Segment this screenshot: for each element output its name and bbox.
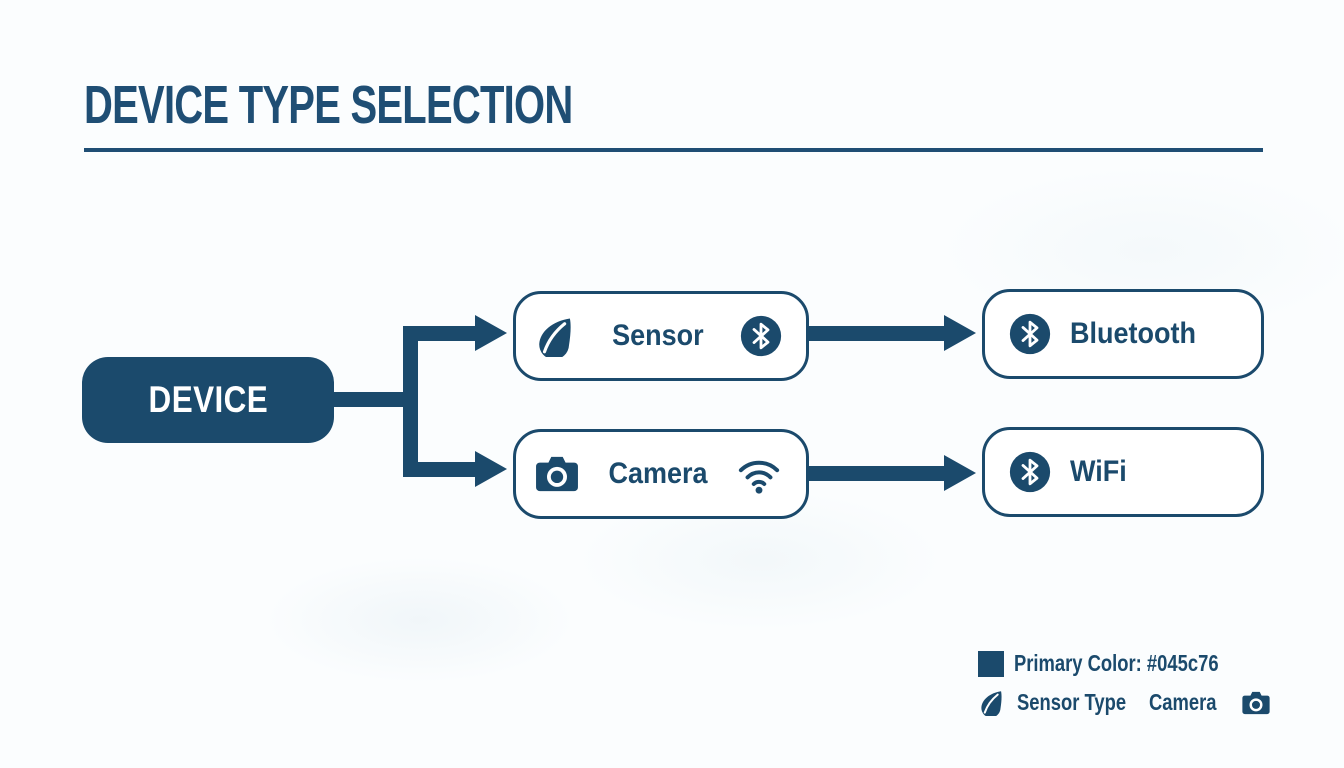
wifi-icon — [736, 454, 782, 494]
result-node-bluetooth: Bluetooth — [982, 289, 1264, 379]
option-label-camera: Camera — [608, 457, 708, 490]
device-root-label: DEVICE — [148, 379, 268, 420]
result-label-bluetooth: Bluetooth — [1070, 317, 1196, 350]
device-root-node: DEVICE — [82, 357, 334, 443]
bluetooth-icon — [1009, 313, 1051, 355]
connector-trunk — [403, 326, 418, 477]
option-node-camera: Camera — [513, 429, 809, 519]
connector-branch-camera — [403, 462, 477, 477]
primary-color-swatch — [978, 650, 1004, 677]
legend-camera-label: Camera — [1149, 689, 1217, 715]
arrowhead-to-camera — [475, 451, 507, 487]
legend-icon-types: Sensor Type Camera — [978, 689, 1271, 716]
option-node-sensor: Sensor — [513, 291, 809, 381]
leaf-icon — [534, 315, 576, 357]
connector-sensor-bluetooth — [806, 326, 946, 341]
arrowhead-to-sensor — [475, 315, 507, 351]
connector-branch-sensor — [403, 326, 477, 341]
arrowhead-to-wifi — [944, 455, 976, 491]
option-label-sensor: Sensor — [612, 319, 704, 352]
legend-primary-color: Primary Color: #045c76 — [978, 650, 1270, 677]
camera-icon — [1241, 690, 1271, 716]
arrowhead-to-bluetooth — [944, 315, 976, 351]
page-title: DEVICE TYPE SELECTION — [84, 75, 573, 135]
title-underline — [84, 148, 1263, 152]
leaf-icon — [978, 689, 1005, 716]
result-node-wifi: WiFi — [982, 427, 1264, 517]
connector-root-stub — [330, 392, 408, 407]
legend-sensor-type-label: Sensor Type — [1017, 689, 1127, 715]
result-label-wifi: WiFi — [1070, 455, 1127, 488]
legend-primary-color-label: Primary Color: #045c76 — [1014, 650, 1219, 676]
bluetooth-icon — [740, 315, 782, 357]
connector-camera-wifi — [806, 466, 946, 481]
camera-icon — [534, 454, 580, 494]
bluetooth-icon — [1009, 451, 1051, 493]
